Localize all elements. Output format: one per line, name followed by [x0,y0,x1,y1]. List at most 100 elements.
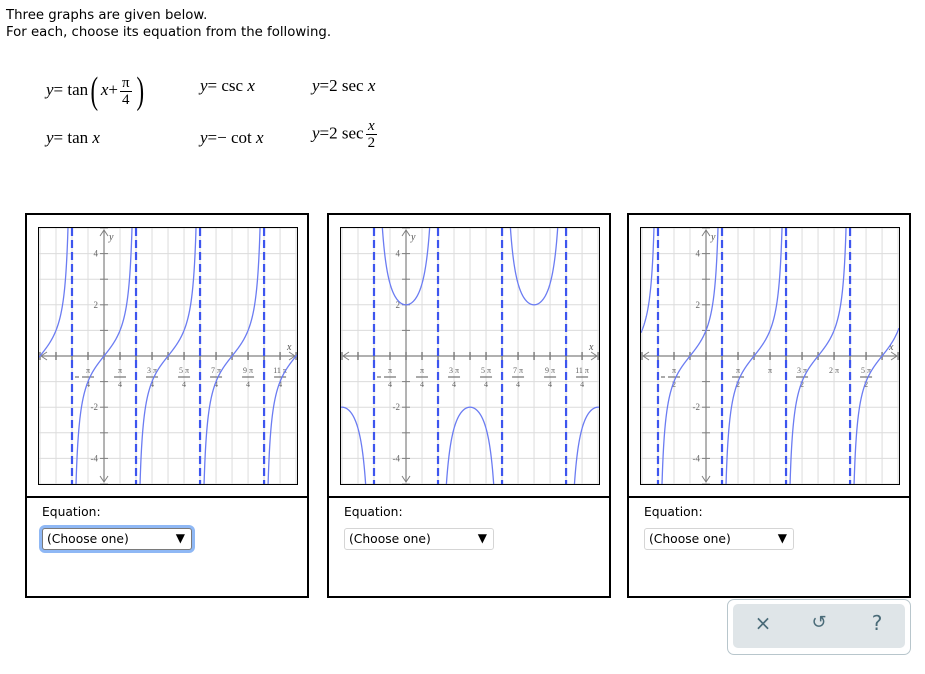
svg-text:5 π: 5 π [179,366,189,375]
svg-text:2: 2 [696,300,701,310]
svg-text:-2: -2 [393,402,401,412]
undo-button[interactable]: ↺ [804,610,834,636]
instructions-line-1: Three graphs are given below. [6,8,208,23]
frac-numerator: x [365,118,378,135]
select-value: (Choose one) [47,532,129,546]
equation-option-tan-x: y= tan x [46,128,100,147]
svg-text:4: 4 [696,249,701,259]
toolbar-background [733,604,905,648]
svg-text:π: π [672,366,676,375]
instructions: Three graphs are given below. For each, … [6,7,331,41]
svg-text:4: 4 [396,249,401,259]
frac-denominator: 4 [121,91,130,108]
svg-text:π: π [86,366,90,375]
svg-text:x: x [888,342,894,353]
panel-divider [629,496,909,498]
answer-toolbar: × ↺ ? [727,599,911,655]
svg-text:3 π: 3 π [449,366,459,375]
svg-text:π: π [736,366,740,375]
svg-text:2: 2 [672,380,676,389]
equation-select-3[interactable]: (Choose one) ▼ [644,528,794,550]
undo-icon: ↺ [811,612,827,633]
svg-text:2 π: 2 π [829,366,839,375]
svg-text:-2: -2 [91,402,99,412]
svg-text:4: 4 [278,380,282,389]
svg-text:11 π: 11 π [575,366,589,375]
panel-divider [329,496,609,498]
svg-text:9 π: 9 π [243,366,253,375]
svg-text:y: y [108,232,114,243]
equation-label: Equation: [644,505,703,519]
equation-label: Equation: [42,505,101,519]
equation-select-1[interactable]: (Choose one) ▼ [42,528,192,550]
svg-text:π: π [118,366,122,375]
svg-text:y: y [710,232,716,243]
svg-text:2: 2 [94,300,99,310]
help-icon: ? [871,611,883,635]
svg-text:11 π: 11 π [273,366,287,375]
svg-text:2: 2 [736,380,740,389]
dropdown-arrow-icon: ▼ [477,531,487,545]
svg-text:-4: -4 [91,453,99,463]
svg-text:4: 4 [484,380,488,389]
svg-text:4: 4 [86,380,90,389]
equation-option-2-sec-x: y=2 sec x [312,76,376,95]
svg-text:5 π: 5 π [481,366,491,375]
svg-text:4: 4 [94,249,99,259]
svg-text:2: 2 [800,380,804,389]
equation-label: Equation: [344,505,403,519]
svg-text:π: π [388,366,392,375]
svg-text:π: π [768,366,772,375]
clear-button[interactable]: × [748,610,778,636]
dropdown-arrow-icon: ▼ [175,531,185,545]
close-icon: × [754,611,772,635]
select-value: (Choose one) [349,532,431,546]
select-value: (Choose one) [649,532,731,546]
svg-text:π: π [420,366,424,375]
svg-text:5 π: 5 π [861,366,871,375]
svg-text:4: 4 [580,380,584,389]
svg-text:-4: -4 [393,453,401,463]
svg-text:9 π: 9 π [545,366,555,375]
frac-denominator: 2 [367,135,376,151]
equation-option-tan-x-plus-pi-over-4: yy= tan= tan(x+π4) [46,70,144,112]
svg-text:x: x [286,342,292,353]
svg-text:4: 4 [388,380,392,389]
panel-divider [27,496,307,498]
svg-text:4: 4 [214,380,218,389]
svg-text:y: y [410,232,416,243]
svg-text:4: 4 [420,380,424,389]
svg-text:4: 4 [516,380,520,389]
svg-text:3 π: 3 π [797,366,807,375]
svg-text:2: 2 [396,300,401,310]
svg-text:4: 4 [150,380,154,389]
frac-numerator: π [119,74,132,92]
svg-text:7 π: 7 π [211,366,221,375]
equation-option-neg-cot-x: y=− cot x [200,128,264,147]
equation-option-csc-x: y= csc x [200,76,255,95]
help-button[interactable]: ? [862,610,892,636]
dropdown-arrow-icon: ▼ [777,531,787,545]
equation-select-2[interactable]: (Choose one) ▼ [344,528,494,550]
svg-text:7 π: 7 π [513,366,523,375]
svg-text:4: 4 [452,380,456,389]
instructions-line-2: For each, choose its equation from the f… [6,25,332,40]
svg-text:x: x [588,342,594,353]
svg-text:4: 4 [548,380,552,389]
svg-text:-2: -2 [693,402,701,412]
svg-text:4: 4 [118,380,122,389]
svg-text:4: 4 [182,380,186,389]
svg-text:3 π: 3 π [147,366,157,375]
svg-text:-4: -4 [693,453,701,463]
svg-text:4: 4 [246,380,250,389]
